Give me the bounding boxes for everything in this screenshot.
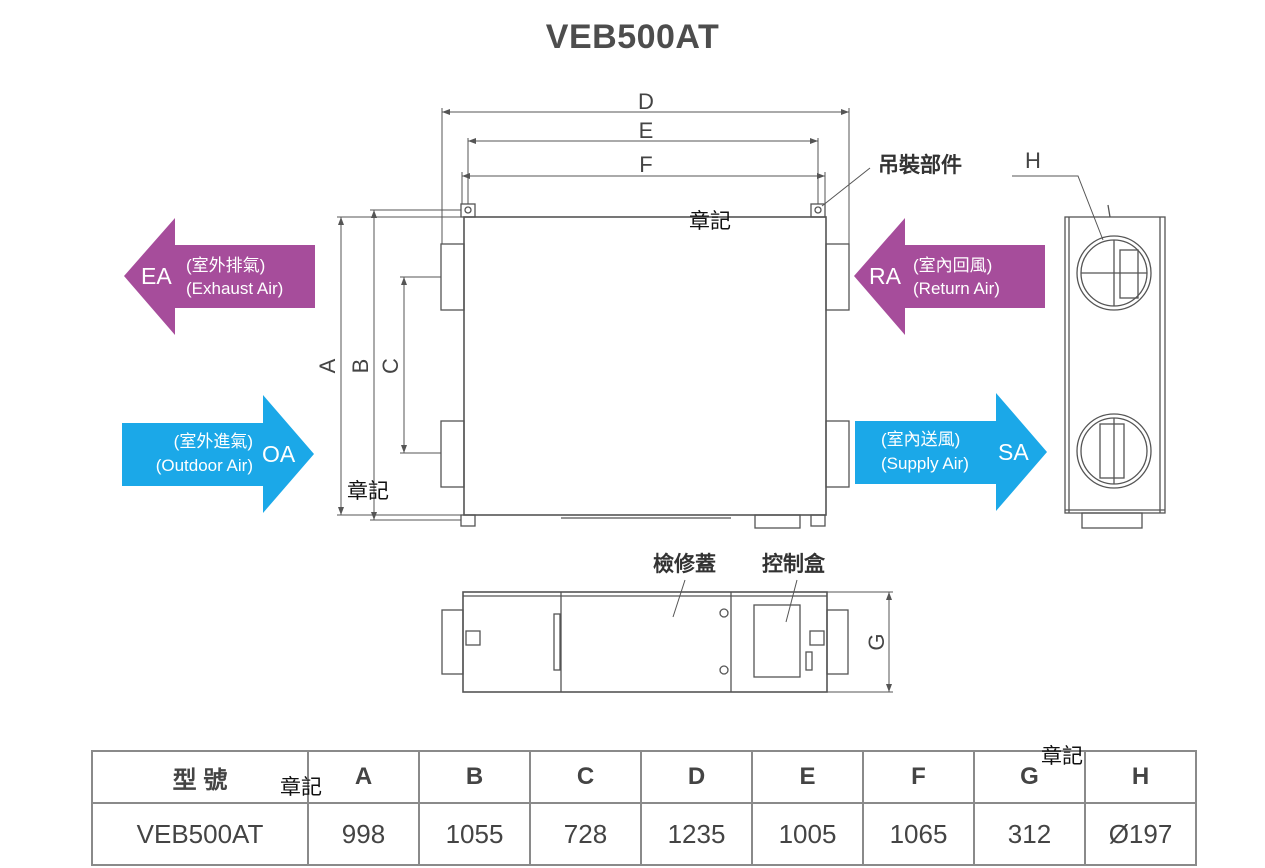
header-e: E: [751, 750, 864, 804]
duct-oa: [440, 420, 465, 488]
table-header-row: 型 號 A B C D E F G H: [91, 750, 1197, 804]
stamp-mark: 章記: [347, 479, 389, 503]
label-g: G: [864, 633, 889, 650]
front-view: [337, 108, 871, 529]
hanger-tl: [460, 203, 476, 218]
label-h: H: [1025, 148, 1041, 173]
arrow-ra: [854, 218, 1045, 335]
unit-body: [463, 216, 827, 516]
arrow-sa: [855, 393, 1047, 511]
stamp-mark: 章記: [1041, 744, 1083, 768]
cell-f: 1065: [862, 802, 975, 866]
cell-e: 1005: [751, 802, 864, 866]
callout-control-box: 控制盒: [762, 552, 826, 576]
cell-model: VEB500AT: [91, 802, 309, 866]
dimension-drawing: D E F A B C 吊裝部件 H: [122, 89, 1166, 693]
header-d: D: [640, 750, 753, 804]
arrow-ea: [124, 218, 315, 335]
sa-en: (Supply Air): [881, 454, 969, 473]
label-f: F: [639, 152, 652, 177]
top-view: [441, 579, 893, 693]
ea-code: EA: [141, 263, 172, 289]
duct-ea: [440, 243, 465, 311]
ea-zh: (室外排氣): [186, 256, 265, 275]
duct-sa: [825, 420, 850, 488]
label-a: A: [315, 358, 340, 373]
spec-table: 型 號 A B C D E F G H VEB500AT 998 1055 72…: [91, 750, 1197, 866]
cell-d: 1235: [640, 802, 753, 866]
ra-zh: (室內回風): [913, 256, 992, 275]
arrow-oa: [122, 395, 314, 513]
label-d: D: [638, 89, 654, 114]
label-b: B: [348, 359, 373, 374]
sa-code: SA: [998, 439, 1029, 465]
header-h: H: [1084, 750, 1197, 804]
header-model: 型 號: [91, 750, 309, 804]
oa-code: OA: [262, 441, 296, 467]
cell-h: Ø197: [1084, 802, 1197, 866]
header-f: F: [862, 750, 975, 804]
ra-en: (Return Air): [913, 279, 1000, 298]
hanger-bl: [460, 514, 476, 527]
oa-zh: (室外進氣): [174, 432, 253, 451]
header-g: G: [973, 750, 1086, 804]
duct-ra: [825, 243, 850, 311]
oa-en: (Outdoor Air): [156, 456, 253, 475]
header-c: C: [529, 750, 642, 804]
ea-en: (Exhaust Air): [186, 279, 283, 298]
ra-code: RA: [869, 263, 902, 289]
label-e: E: [639, 118, 654, 143]
cell-b: 1055: [418, 802, 531, 866]
table-row: VEB500AT 998 1055 728 1235 1005 1065 312…: [91, 802, 1197, 866]
diagram-title: VEB500AT: [545, 18, 720, 56]
stamp-mark: 章記: [280, 775, 322, 799]
callout-inspection-cover: 檢修蓋: [653, 552, 716, 576]
side-view: [1012, 175, 1166, 529]
hanger-br: [810, 514, 826, 527]
header-a: A: [307, 750, 420, 804]
callout-hanging-bracket: 吊裝部件: [878, 153, 962, 177]
header-b: B: [418, 750, 531, 804]
cell-g: 312: [973, 802, 1086, 866]
hanger-tr: [810, 203, 826, 218]
cell-a: 998: [307, 802, 420, 866]
sa-zh: (室內送風): [881, 430, 960, 449]
cell-c: 728: [529, 802, 642, 866]
stamp-mark: 章記: [689, 209, 731, 233]
label-c: C: [378, 358, 403, 374]
